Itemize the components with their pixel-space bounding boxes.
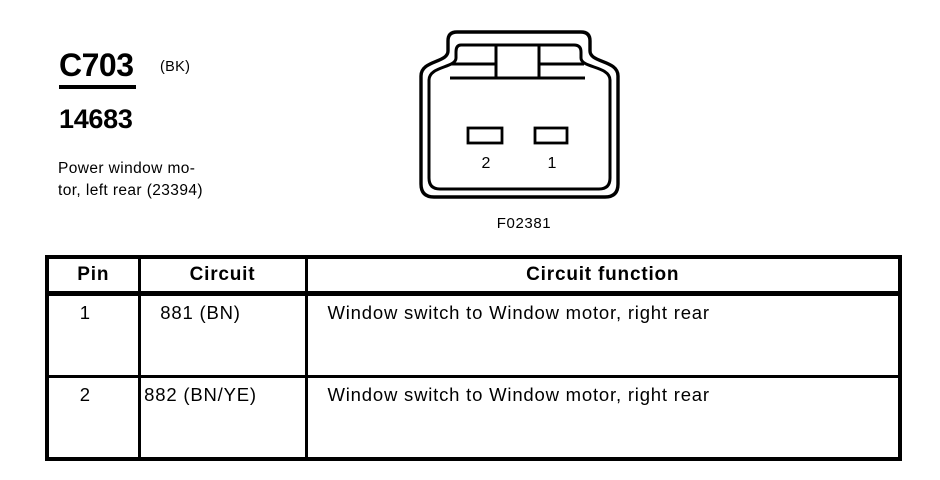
column-header-circuit: Circuit (137, 255, 308, 296)
cell-circuit-function: Window switch to Window motor, right rea… (304, 375, 902, 461)
connector-id-underline (59, 85, 136, 89)
connector-outer-outline (419, 30, 620, 199)
terminal-slot-2 (466, 126, 504, 145)
pinout-table: Pin Circuit Circuit function 1 881 (BN) … (45, 255, 902, 461)
connector-color-code: (BK) (160, 59, 191, 75)
column-header-pin: Pin (45, 255, 141, 296)
latch-tab (494, 43, 541, 80)
component-description: Power window mo- tor, left rear (23394) (58, 160, 203, 199)
table-header-row: Pin Circuit Circuit function (45, 255, 902, 296)
table-row-pin-1: 1 881 (BN) Window switch to Window motor… (45, 292, 902, 378)
cell-circuit: 881 (BN) (137, 292, 308, 378)
column-header-circuit-function: Circuit function (304, 255, 902, 296)
figure-number: F02381 (496, 215, 552, 232)
connector-diagram: 2 1 (419, 30, 620, 199)
pin-2-label: 2 (482, 155, 491, 172)
part-number: 14683 (59, 104, 133, 134)
cell-pin: 2 (45, 375, 141, 461)
connector-id: C703 (59, 47, 134, 83)
terminal-slot-1 (533, 126, 569, 145)
connector-inner-outline (427, 43, 612, 191)
table-row-pin-2: 2 882 (BN/YE) Window switch to Window mo… (45, 375, 902, 461)
cell-circuit: 882 (BN/YE) (137, 375, 308, 461)
cell-pin: 1 (45, 292, 141, 378)
cell-circuit-function: Window switch to Window motor, right rea… (304, 292, 902, 378)
pin-1-label: 1 (548, 155, 557, 172)
